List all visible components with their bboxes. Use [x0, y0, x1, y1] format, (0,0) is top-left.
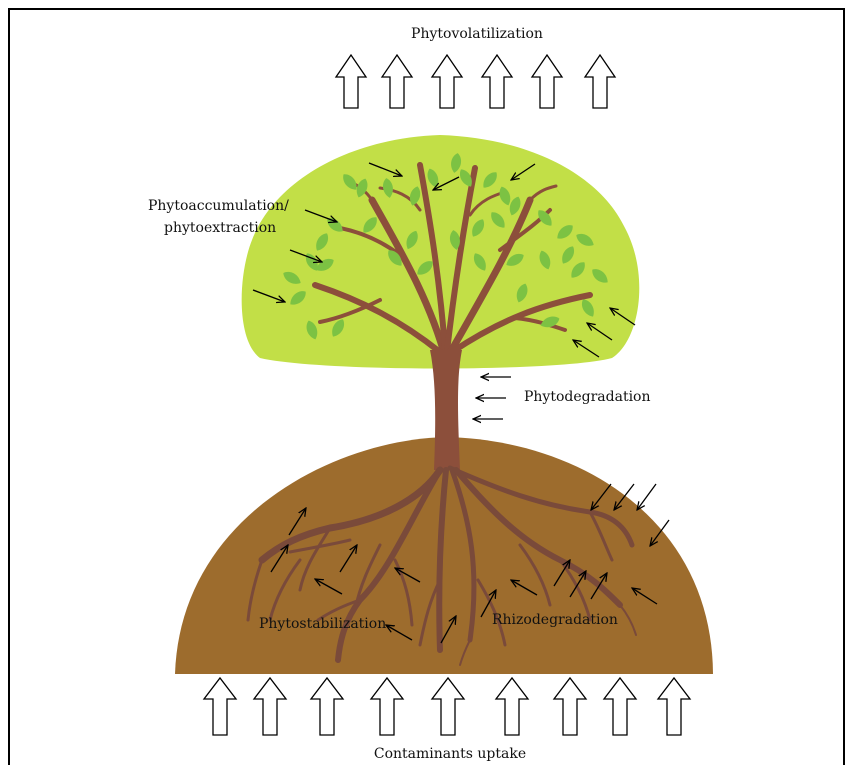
block-arrow-up	[602, 676, 638, 736]
tree-roots	[246, 465, 637, 666]
tree-trunk	[430, 350, 462, 470]
block-arrow-up	[494, 676, 530, 736]
block-arrow-up	[309, 676, 345, 736]
tree-branches	[312, 162, 593, 364]
block-arrow-up	[369, 676, 405, 736]
block-arrow-up	[530, 53, 564, 109]
label-contaminants-uptake: Contaminants uptake	[374, 746, 526, 762]
label-phytostabilization: Phytostabilization	[259, 616, 386, 632]
phytodegradation-arrows	[473, 377, 511, 419]
label-phytoaccumulation-line1: Phytoaccumulation/	[148, 198, 289, 214]
label-phytoaccumulation-line2: phytoextraction	[164, 220, 276, 236]
soil-arrows	[270, 483, 670, 644]
canopy-arrows	[252, 162, 636, 358]
label-phytodegradation: Phytodegradation	[524, 389, 651, 405]
block-arrow-up	[583, 53, 617, 109]
label-phytovolatilization: Phytovolatilization	[411, 26, 543, 42]
block-arrow-up	[380, 53, 414, 109]
phytovolatilization-arrows	[334, 53, 617, 109]
block-arrow-up	[656, 676, 692, 736]
block-arrow-up	[430, 676, 466, 736]
block-arrow-up	[202, 676, 238, 736]
soil-mound	[175, 437, 713, 674]
contaminants-uptake-arrows	[202, 676, 692, 736]
block-arrow-up	[252, 676, 288, 736]
block-arrow-up	[430, 53, 464, 109]
block-arrow-up	[552, 676, 588, 736]
block-arrow-up	[480, 53, 514, 109]
label-rhizodegradation: Rhizodegradation	[492, 612, 618, 628]
block-arrow-up	[334, 53, 368, 109]
